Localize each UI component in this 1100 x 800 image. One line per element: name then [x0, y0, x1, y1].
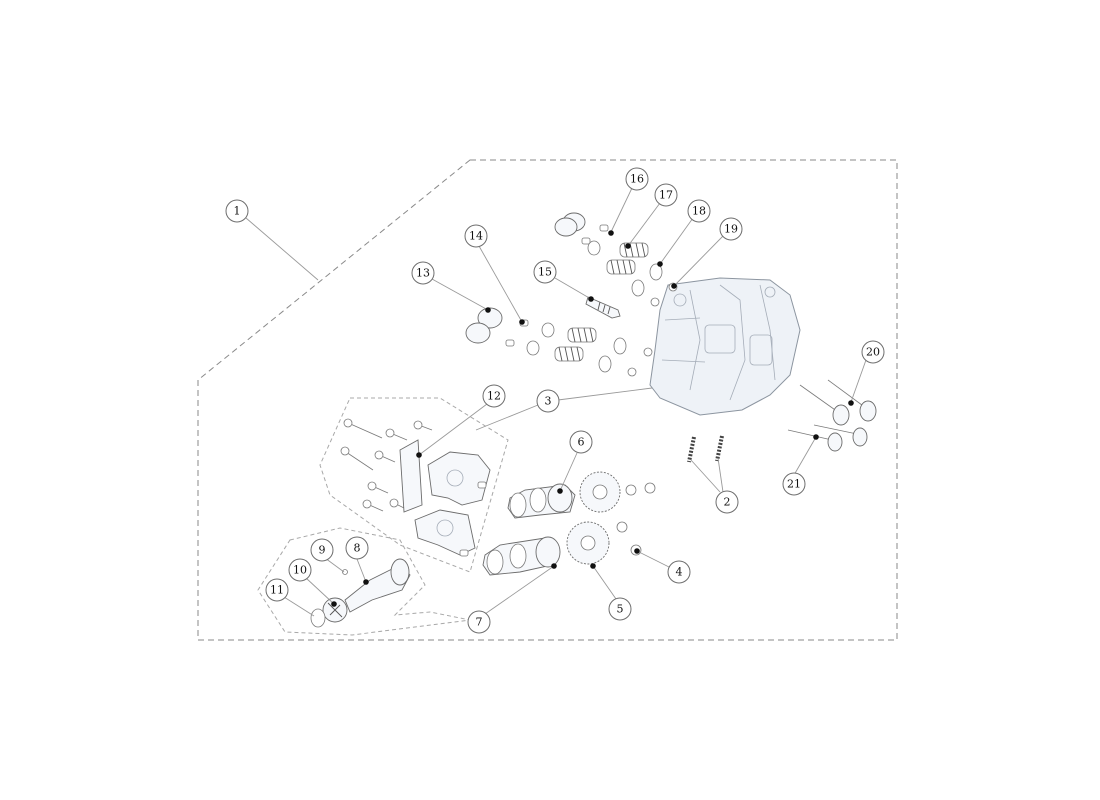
callout-1: 1	[225, 199, 249, 223]
callout-17-label: 17	[659, 189, 673, 202]
callout-17: 17	[654, 183, 678, 207]
callout-19: 19	[719, 217, 743, 241]
spring-retainers	[526, 240, 601, 356]
callout-13: 13	[411, 261, 435, 285]
callout-18: 18	[687, 199, 711, 223]
callout-16: 16	[625, 167, 649, 191]
leader-dots	[331, 230, 854, 607]
callout-14-label: 14	[469, 230, 483, 243]
callout-8: 8	[345, 536, 369, 560]
valve-collets	[505, 224, 609, 347]
callout-16-label: 16	[630, 173, 644, 186]
spring-seat-washers	[598, 263, 663, 373]
callout-4-label: 4	[676, 566, 683, 579]
callout-3: 3	[536, 389, 560, 413]
callout-14: 14	[464, 224, 488, 248]
callout-13-label: 13	[416, 267, 430, 280]
callout-15: 15	[533, 260, 557, 284]
camshaft-bracket-subassembly-boundary	[319, 397, 509, 573]
cylinder-head	[649, 277, 801, 416]
callout-2-label: 2	[724, 496, 731, 509]
callout-8-label: 8	[354, 542, 361, 555]
callout-1-label: 1	[234, 205, 241, 218]
assembly-boundary	[197, 159, 898, 641]
callout-11: 11	[265, 578, 289, 602]
callout-9: 9	[310, 538, 334, 562]
callout-19-label: 19	[724, 223, 738, 236]
callout-2: 2	[715, 490, 739, 514]
camshaft-bracket-bolts	[340, 418, 433, 512]
sprocket-bolts	[616, 482, 656, 556]
decompressor-circlip	[310, 608, 326, 628]
callout-10: 10	[288, 558, 312, 582]
callout-15-label: 15	[538, 266, 552, 279]
callout-3-label: 3	[545, 395, 552, 408]
intake-camshaft	[482, 536, 561, 576]
valve-tappets	[465, 212, 586, 344]
callout-5-label: 5	[617, 603, 624, 616]
camshaft-bracket	[399, 439, 491, 557]
callout-6-label: 6	[578, 436, 585, 449]
decompressor-weight	[322, 597, 348, 623]
decompressor-camshaft	[344, 558, 411, 613]
spark-plug	[585, 296, 621, 319]
exhaust-valves	[799, 379, 877, 426]
callout-6: 6	[569, 430, 593, 454]
decompressor-subassembly-boundary	[257, 527, 471, 636]
callout-20: 20	[861, 340, 885, 364]
stud-bolts	[687, 435, 724, 463]
callout-12: 12	[482, 384, 506, 408]
callout-21-label: 21	[787, 478, 801, 491]
leader-lines	[245, 187, 867, 617]
camshaft-sprocket-lower	[566, 521, 610, 565]
callout-9-label: 9	[319, 544, 326, 557]
callout-18-label: 18	[692, 205, 706, 218]
callout-20-label: 20	[866, 346, 880, 359]
callout-4: 4	[667, 560, 691, 584]
callout-7-label: 7	[476, 616, 483, 629]
callout-10-label: 10	[293, 564, 307, 577]
intake-valves	[787, 424, 868, 452]
callout-5: 5	[608, 597, 632, 621]
camshaft-sprocket-upper	[579, 471, 621, 513]
exhaust-camshaft	[507, 483, 576, 519]
decompressor-pin	[342, 569, 348, 575]
callout-7: 7	[467, 610, 491, 634]
callout-11-label: 11	[270, 584, 284, 597]
callout-21: 21	[782, 472, 806, 496]
callout-12-label: 12	[487, 390, 501, 403]
valve-springs	[554, 242, 649, 362]
